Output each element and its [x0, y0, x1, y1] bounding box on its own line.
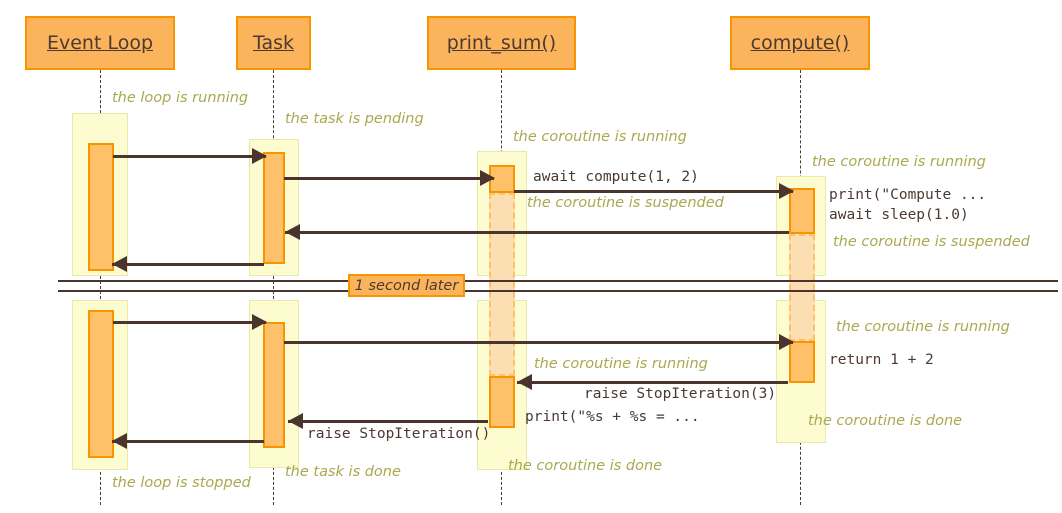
message-line-msg-loop-to-task-2 — [113, 321, 266, 324]
message-line-msg-cp-to-task-susp — [285, 231, 789, 234]
note-note-coroutine-suspended-1: the coroutine is suspended — [527, 195, 724, 211]
activation-bar-loop-act-2 — [88, 310, 114, 458]
message-arrowhead-msg-cp-to-ps-stopiter — [517, 374, 532, 390]
note-note-task-pending: the task is pending — [285, 111, 424, 127]
participant-box-print-sum[interactable]: print_sum() — [427, 16, 576, 70]
code-label-code-print-sum: print("%s + %s = ... — [525, 409, 700, 425]
code-label-code-print-compute: print("Compute ... — [829, 187, 987, 203]
code-label-code-return: return 1 + 2 — [829, 352, 934, 368]
activation-bar-cp-susp — [789, 234, 815, 341]
message-line-msg-ps-to-cp-await — [514, 190, 793, 193]
participant-box-task[interactable]: Task — [236, 16, 311, 70]
lifeline-task — [273, 70, 274, 505]
note-note-loop-stopped: the loop is stopped — [112, 475, 251, 491]
message-arrowhead-msg-ps-to-cp-await — [779, 183, 794, 199]
divider-line-1 — [58, 280, 1058, 282]
lifeline-event-loop — [100, 70, 101, 505]
message-line-msg-cp-to-ps-stopiter — [517, 381, 788, 384]
code-label-code-await-sleep: await sleep(1.0) — [829, 207, 969, 223]
participant-box-event-loop[interactable]: Event Loop — [25, 16, 175, 70]
message-line-msg-task-to-loop-1 — [112, 263, 264, 266]
note-note-coroutine-done-1: the coroutine is done — [808, 413, 963, 429]
message-arrowhead-msg-task-to-cp-2 — [779, 334, 794, 350]
note-note-task-done: the task is done — [285, 464, 401, 480]
activation-bar-loop-act-1 — [88, 143, 114, 271]
message-line-msg-task-to-ps-1 — [284, 177, 494, 180]
note-note-loop-running-1: the loop is running — [112, 90, 249, 106]
message-line-msg-ps-to-task-stopiter — [288, 420, 488, 423]
message-arrowhead-msg-cp-to-task-susp — [285, 224, 300, 240]
participant-label-event-loop: Event Loop — [46, 32, 154, 54]
message-line-msg-task-to-cp-2 — [284, 341, 793, 344]
message-label-msg-ps-to-task-stopiter: raise StopIteration() — [307, 426, 491, 442]
note-note-coroutine-running-3: the coroutine is running — [836, 319, 1010, 335]
message-arrowhead-msg-task-to-ps-1 — [480, 170, 495, 186]
activation-bar-ps-act-2 — [489, 376, 515, 428]
message-label-msg-cp-to-ps-stopiter: raise StopIteration(3) — [584, 386, 777, 402]
activation-bar-task-act-2 — [263, 322, 285, 448]
participant-label-task: Task — [252, 32, 294, 54]
participant-label-print-sum: print_sum() — [446, 32, 557, 54]
message-arrowhead-msg-loop-to-task-1 — [252, 148, 267, 164]
note-note-coroutine-done-2: the coroutine is done — [508, 458, 663, 474]
message-arrowhead-msg-ps-to-task-stopiter — [288, 413, 303, 429]
message-arrowhead-msg-loop-to-task-2 — [252, 314, 267, 330]
participant-label-compute: compute() — [750, 32, 850, 54]
participant-box-compute[interactable]: compute() — [730, 16, 870, 70]
activation-bar-ps-susp — [489, 193, 515, 376]
message-arrowhead-msg-task-to-loop-1 — [112, 256, 127, 272]
note-note-coroutine-running-4: the coroutine is running — [534, 356, 708, 372]
activation-bar-task-act-1 — [263, 152, 285, 264]
message-line-msg-task-to-loop-2 — [112, 440, 264, 443]
divider-line-2 — [58, 290, 1058, 292]
divider-badge: 1 second later — [348, 274, 465, 297]
message-arrowhead-msg-task-to-loop-2 — [112, 433, 127, 449]
note-note-coroutine-running-1: the coroutine is running — [513, 129, 687, 145]
note-note-coroutine-running-2: the coroutine is running — [812, 154, 986, 170]
message-label-msg-ps-to-cp-await: await compute(1, 2) — [533, 169, 699, 185]
message-line-msg-loop-to-task-1 — [113, 155, 266, 158]
note-note-coroutine-suspended-2: the coroutine is suspended — [833, 234, 1030, 250]
